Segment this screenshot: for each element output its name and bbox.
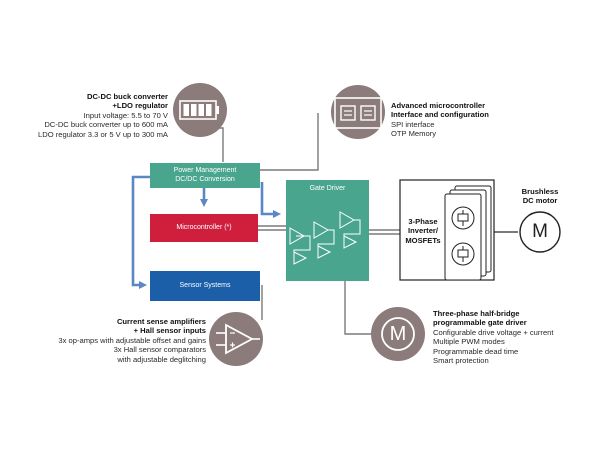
sense-title-2: + Hall sensor inputs	[133, 326, 206, 336]
motor-driver-symbol: M	[389, 323, 407, 345]
battery-icon	[173, 83, 227, 137]
microcontroller-icon	[331, 85, 385, 139]
sense-line-2: 3x Hall sensor comparators	[113, 345, 206, 355]
power-arrows	[131, 175, 281, 289]
sensor-systems-label: Sensor Systems	[179, 282, 231, 289]
halfbridge-line-2: Multiple PWM modes	[433, 337, 505, 347]
motor-symbol: M	[532, 221, 548, 242]
halfbridge-line-1: Configurable drive voltage + current	[433, 327, 554, 337]
mcu-title-2: Interface and configuration	[391, 110, 489, 120]
halfbridge-title-1: Three-phase half-bridge	[433, 309, 520, 318]
power-label-line-1: Power Management	[173, 167, 237, 174]
inverter-label-line-2: Inverter/	[408, 226, 438, 236]
microcontroller-label: Microcontroller (*)	[176, 224, 232, 231]
motor-driver-icon	[371, 307, 425, 361]
sensor-systems-block	[150, 271, 260, 301]
power-management-label: Power Management DC/DC Conversion	[150, 166, 260, 184]
sense-line-3: with adjustable deglitching	[117, 354, 206, 364]
dcdc-title-2: +LDO regulator	[112, 101, 169, 111]
power-management-block	[150, 163, 260, 188]
halfbridge-line-4: Smart protection	[433, 356, 489, 366]
mcu-line-1: SPI interface	[391, 119, 435, 129]
inverter-label-line-3: MOSFETs	[405, 235, 441, 245]
dcdc-callout: DC-DC buck converter +LDO regulator Inpu…	[38, 92, 168, 139]
inverter-label: 3-Phase Inverter/ MOSFETs	[402, 217, 444, 245]
microcontroller-block	[150, 214, 258, 242]
inverter-label-line-1: 3-Phase	[408, 217, 438, 226]
motor-label: Brushless DC motor	[512, 187, 568, 206]
sense-callout: Current sense amplifiers + Hall sensor i…	[58, 317, 206, 364]
motor-label-line-2: DC motor	[522, 196, 558, 206]
mosfet-cards	[444, 185, 492, 281]
halfbridge-title-2: programmable gate driver	[433, 318, 527, 328]
motor-icon	[519, 211, 561, 253]
gate-driver-symbols	[289, 211, 361, 265]
mosfet-icons	[451, 206, 475, 266]
opamp-icon	[209, 312, 263, 366]
mcu-callout: Advanced microcontroller Interface and c…	[391, 101, 489, 139]
halfbridge-callout: Three-phase half-bridge programmable gat…	[433, 309, 554, 365]
sense-title-1: Current sense amplifiers	[116, 317, 206, 326]
power-label-line-2: DC/DC Conversion	[175, 176, 235, 183]
dcdc-line-1: Input voltage: 5.5 to 70 V	[83, 110, 168, 120]
gate-driver-label: Gate Driver	[309, 185, 346, 192]
connector-lines	[200, 113, 518, 335]
mcu-title-1: Advanced microcontroller	[391, 101, 486, 110]
motor-label-line-1: Brushless	[521, 187, 559, 196]
sense-line-1: 3x op-amps with adjustable offset and ga…	[58, 335, 206, 345]
dcdc-line-2: DC-DC buck converter up to 600 mA	[44, 120, 168, 130]
dcdc-line-3: LDO regulator 3.3 or 5 V up to 300 mA	[37, 129, 168, 139]
mcu-line-2: OTP Memory	[391, 129, 437, 139]
halfbridge-line-3: Programmable dead time	[433, 346, 519, 356]
dcdc-title-1: DC-DC buck converter	[86, 92, 168, 101]
